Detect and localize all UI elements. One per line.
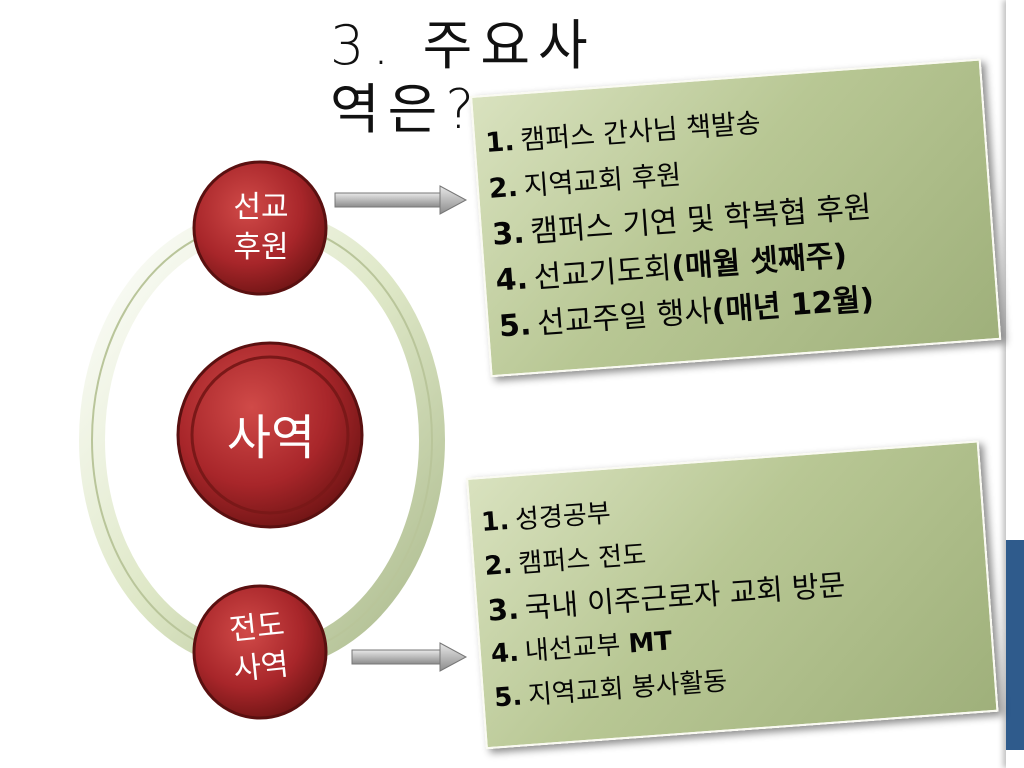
- title-line: 역은?: [330, 78, 483, 141]
- evangelism-panel: 1.성경공부 2.캠퍼스 전도 3.국내 이주근로자 교회 방문 4.내선교부 …: [466, 440, 999, 750]
- mission-node-label: 선교 후원: [206, 188, 316, 268]
- mission-node: [192, 160, 328, 296]
- arrow-right-icon: [351, 642, 468, 672]
- center-label-text: 사역: [226, 410, 316, 466]
- evangelism-node: [192, 584, 328, 720]
- evangelism-list: 1.성경공부 2.캠퍼스 전도 3.국내 이주근로자 교회 방문 4.내선교부 …: [468, 442, 994, 721]
- center-node-label: 사역: [176, 410, 366, 466]
- node-label-line: 후원: [233, 230, 289, 265]
- title-line: 3. 주요사: [330, 14, 596, 77]
- mission-list: 1.캠퍼스 간사님 책발송 2.지역교회 후원 3.캠퍼스 기연 및 학복협 후…: [472, 61, 997, 352]
- right-accent-bar: [1006, 540, 1024, 750]
- mission-support-panel: 1.캠퍼스 간사님 책발송 2.지역교회 후원 3.캠퍼스 기연 및 학복협 후…: [470, 58, 1002, 378]
- arrow-right-icon: [334, 185, 468, 215]
- center-node: [176, 341, 364, 529]
- page-title: 3. 주요사 역은?: [330, 14, 670, 142]
- center-node-inner: [190, 355, 350, 515]
- evangelism-node-label: 전도 사역: [200, 602, 318, 693]
- node-label-line: 선교: [233, 190, 289, 225]
